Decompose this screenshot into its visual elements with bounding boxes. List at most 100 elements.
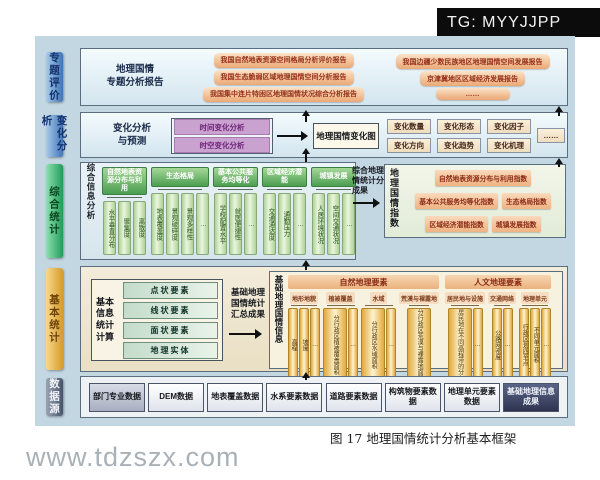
stat-box-ellipsis: … bbox=[472, 308, 483, 382]
arrow-comprehensive-to-change bbox=[302, 148, 310, 162]
data-source-box: 道路要素数据 bbox=[325, 382, 382, 412]
thematic-title-line1: 地理国情 bbox=[115, 64, 154, 76]
subgroup-name: 植被覆盖 bbox=[326, 292, 355, 304]
stat-box: 行政区划四至点 bbox=[519, 308, 530, 382]
indicator-box: 交通通达度 bbox=[263, 193, 276, 255]
subgroup-name: 水域 bbox=[370, 292, 387, 304]
arrow-change-to-thematic-right bbox=[555, 106, 563, 116]
index-row: 自然地表资源分布与利用指数 bbox=[404, 170, 562, 186]
change-title-line1: 变化分析 bbox=[112, 123, 151, 134]
section-bar-thematic-evaluation: 专题评价 bbox=[46, 52, 63, 102]
aspect-box: 变化趋势 bbox=[437, 138, 481, 153]
change-title-line2: 与预测 bbox=[117, 135, 147, 147]
group-header: 基本公共服务均等化 bbox=[213, 167, 258, 188]
stat-box: 分行政区荒漠与裸露地面积 bbox=[407, 308, 431, 382]
index-box: 自然地表资源分布与利用指数 bbox=[434, 170, 532, 186]
report-column-right: 我国边疆少数民族地区地理国情空间发展报告 京津冀地区区域经济发展报告 …… bbox=[378, 54, 567, 100]
data-source-box: DEM数据 bbox=[148, 382, 205, 412]
subgroup-water: 水域 分行政区水域面积 … bbox=[361, 292, 396, 382]
index-box: 城镇发展指数 bbox=[491, 216, 541, 232]
indicator-box-ellipsis: … bbox=[196, 193, 209, 255]
change-methods-box: 时间变化分析 时空变化分析 bbox=[171, 118, 273, 154]
indicator-box: 聚集度 bbox=[118, 201, 131, 255]
method-time-change: 时间变化分析 bbox=[174, 119, 270, 135]
aspect-box: 变化方向 bbox=[387, 138, 431, 153]
subgroup-terrain: 地形地貌 高程 坡度 … bbox=[288, 292, 320, 382]
subgroup-name: 地形地貌 bbox=[289, 292, 318, 304]
calc-item: 地理实体 bbox=[123, 341, 218, 359]
stat-box: 分行政区植被覆盖面积 bbox=[323, 308, 347, 382]
arrow-datasource-to-basic bbox=[302, 372, 310, 380]
thematic-title: 地理国情 专题分析报告 bbox=[81, 64, 189, 90]
indicator-box: 就医便捷性 bbox=[229, 193, 242, 255]
comprehensive-result-label: 综合地理国情统计分析成果 bbox=[352, 166, 392, 195]
subgroup-name: 地理单元 bbox=[521, 292, 550, 304]
thematic-panel: 地理国情 专题分析报告 我国自然地表资源空间格局分析评价报告 我国生态脆弱区域地… bbox=[80, 48, 568, 106]
index-box: 生态格局指数 bbox=[501, 193, 551, 209]
subgroup-desert: 荒漠与裸露地 分行政区荒漠与裸露地面积 bbox=[399, 292, 440, 382]
aspect-box: 变化因子 bbox=[487, 119, 531, 134]
thematic-title-line2: 专题分析报告 bbox=[106, 77, 164, 88]
arrow-index-to-change-right bbox=[555, 158, 563, 167]
group-ecological-pattern: 生态格局 地表覆盖度 景观破碎度 景观多样性 … bbox=[151, 167, 209, 255]
group-header: 生态格局 bbox=[151, 167, 209, 187]
basic-panel: 基本信息统计计算 点状要素 线状要素 面状要素 地理实体 基础地理国情统计汇总成… bbox=[80, 266, 568, 382]
stat-box: 居民地在不同高程带的分布 bbox=[447, 308, 472, 382]
subgroup-items: 分行政区荒漠与裸露地面积 bbox=[407, 305, 431, 382]
natural-elements-header: 自然地理要素 bbox=[288, 275, 440, 289]
section-bar-data-source: 数据源 bbox=[46, 378, 63, 416]
human-elements-header: 人文地理要素 bbox=[445, 275, 552, 289]
arrow-map-to-thematic bbox=[302, 110, 310, 122]
index-box: 区域经济潜能指数 bbox=[425, 216, 488, 232]
group-items: 水平垂直分布 聚集度 离散度 bbox=[102, 197, 147, 255]
data-source-box: 水系要素数据 bbox=[266, 382, 323, 412]
section-bar-basic-statistics: 基本统计 bbox=[46, 268, 63, 370]
arrow-calc-to-info bbox=[229, 329, 262, 339]
group-items: 交通通达度 通勤压力 … bbox=[262, 189, 307, 255]
comprehensive-groups: 自然地表资源分布与利用 水平垂直分布 聚集度 离散度 生态格局 地表覆盖度 景观… bbox=[99, 163, 359, 259]
report-item: 我国生态脆弱区域地理国情空间分析报告 bbox=[213, 69, 354, 85]
group-urban-development: 城镇发展 人居环境状况 空间交通状况 … bbox=[311, 167, 356, 255]
report-item: 我国边疆少数民族地区地理国情空间发展报告 bbox=[395, 54, 550, 69]
section-bar-change-analysis: 变化分析 bbox=[41, 115, 68, 157]
indicator-box: 景观破碎度 bbox=[166, 193, 179, 255]
stat-box: 不同单元面积 bbox=[530, 308, 541, 382]
index-rows: 自然地表资源分布与利用指数 基本公共服务均等化指数 生态格局指数 区域经济潜能指… bbox=[404, 168, 562, 234]
stat-box-ellipsis: … bbox=[502, 308, 513, 382]
indicator-box: 学校配置水平 bbox=[214, 193, 227, 255]
index-box: 基本公共服务均等化指数 bbox=[415, 193, 498, 209]
framework-diagram: 专题评价 变化分析 综合统计 基本统计 数据源 地理国情 专题分析报告 我国自然… bbox=[35, 36, 575, 426]
aspect-box: 变化形态 bbox=[437, 119, 481, 134]
group-header: 区域经济潜能 bbox=[262, 167, 307, 188]
stat-box-ellipsis: … bbox=[310, 308, 320, 382]
group-regional-economy: 区域经济潜能 交通通达度 通勤压力 … bbox=[262, 167, 307, 255]
group-header: 城镇发展 bbox=[311, 167, 356, 187]
basic-calc-label: 基本信息统计计算 bbox=[96, 296, 115, 342]
stat-box: 高程 bbox=[288, 308, 298, 382]
index-panel-label: 地理国情指数 bbox=[389, 168, 399, 228]
change-title: 变化分析 与预测 bbox=[93, 123, 171, 149]
subgroup-items: 分行政区水域面积 … bbox=[361, 305, 396, 382]
data-source-box: 地理单元要素数据 bbox=[443, 382, 500, 412]
basic-info-label: 基础地理国情信息 bbox=[274, 275, 284, 343]
figure-caption: 图 17 地理国情统计分析基本框架 bbox=[330, 431, 517, 446]
index-panel: 地理国情指数 自然地表资源分布与利用指数 基本公共服务均等化指数 生态格局指数 … bbox=[384, 164, 566, 238]
watermark-tg: TG: MYYJJPP bbox=[437, 8, 600, 37]
data-source-box: 地表覆盖数据 bbox=[207, 382, 264, 412]
method-spacetime-change: 时空变化分析 bbox=[174, 137, 270, 153]
stat-box: 公路网密度 bbox=[491, 308, 502, 382]
index-row: 区域经济潜能指数 城镇发展指数 bbox=[404, 216, 562, 232]
group-public-services: 基本公共服务均等化 学校配置水平 就医便捷性 … bbox=[213, 167, 258, 255]
indicator-box: 离散度 bbox=[133, 201, 146, 255]
subgroup-items: 公路网密度 … bbox=[491, 305, 513, 382]
report-item: 京津冀地区区域经济发展报告 bbox=[420, 71, 525, 86]
subgroup-items: 居民地在不同高程带的分布 … bbox=[447, 305, 483, 382]
group-header: 自然地表资源分布与利用 bbox=[102, 167, 147, 196]
subgroup-name: 居民地与设施 bbox=[445, 292, 486, 304]
index-row: 基本公共服务均等化指数 生态格局指数 bbox=[404, 193, 562, 209]
report-item: 我国自然地表资源空间格局分析评价报告 bbox=[213, 52, 354, 68]
calc-item: 线状要素 bbox=[123, 301, 218, 319]
indicator-box: 水平垂直分布 bbox=[103, 201, 116, 255]
element-groups: 自然地理要素 地形地貌 高程 坡度 … 植被 bbox=[288, 275, 559, 382]
